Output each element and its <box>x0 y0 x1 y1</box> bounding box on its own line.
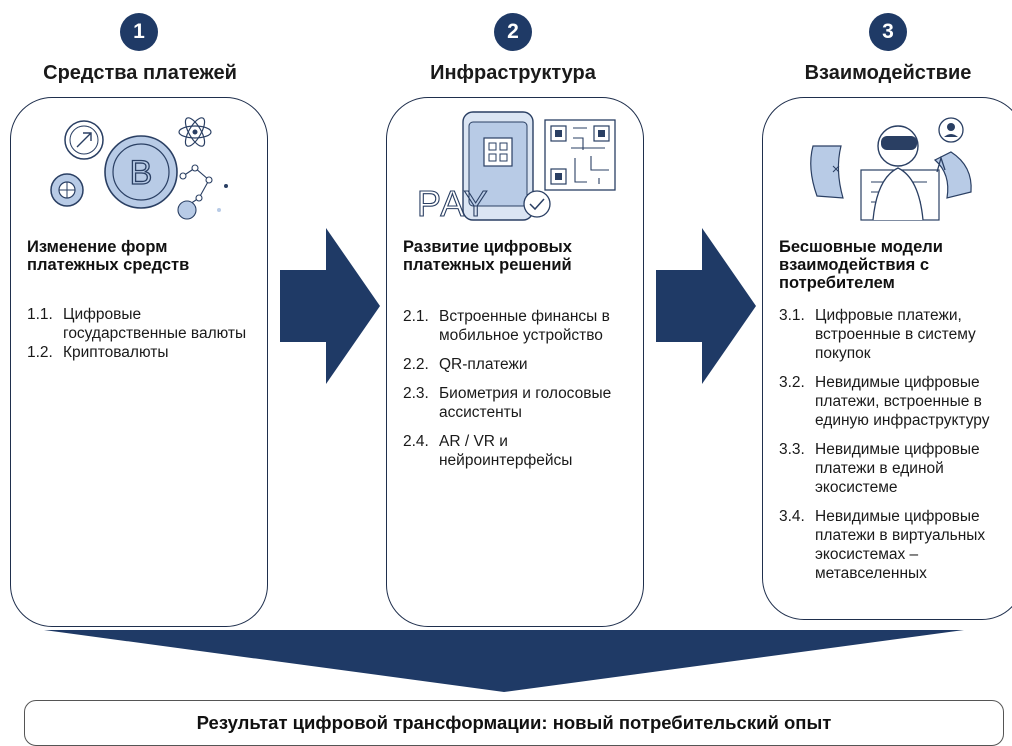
list-item: 2.1. Встроенные финансы в мобильное устро… <box>403 307 639 345</box>
item-text: Цифровые платежи, встроенные в систему п… <box>815 307 976 362</box>
pay-label: PAY <box>417 183 490 223</box>
items-list: 2.1. Встроенные финансы в мобильное устро… <box>403 307 639 480</box>
phone-qr-pay-icon: PAY <box>416 111 616 223</box>
card-heading: Развитие цифровых платежных решений <box>403 238 572 274</box>
item-text: Встроенные финансы в мобильное устройств… <box>439 308 610 344</box>
item-number: 3.2. <box>779 374 805 391</box>
result-text: Результат цифровой трансформации: новый … <box>196 712 832 733</box>
arrow-down-icon <box>44 630 964 692</box>
crypto-coins-icon: B <box>50 117 228 220</box>
result-box: Результат цифровой трансформации: новый … <box>24 700 1004 746</box>
card-payment-means: B Изменение форм платежных средств 1.1. Ц… <box>10 97 268 627</box>
vr-user-icon <box>810 117 972 221</box>
list-item: 1.2. Криптовалюты <box>27 343 259 362</box>
step-number-2: 2 <box>494 13 532 51</box>
item-number: 3.1. <box>779 307 805 324</box>
arrow-right-icon <box>656 228 756 384</box>
item-text: Невидимые цифровые платежи в единой экос… <box>815 441 980 496</box>
step-number-1: 1 <box>120 13 158 51</box>
items-list: 3.1. Цифровые платежи, встроенные в систе… <box>779 306 1012 593</box>
step-number-3: 3 <box>869 13 907 51</box>
item-number: 1.2. <box>27 344 53 361</box>
svg-text:B: B <box>130 154 153 192</box>
item-text: Цифровые государственные валюты <box>63 306 247 342</box>
item-text: Невидимые цифровые платежи в виртуальных… <box>815 508 986 582</box>
list-item: 2.3. Биометрия и голосовые ассистенты <box>403 384 639 422</box>
item-number: 2.3. <box>403 385 429 402</box>
column-title-infrastructure: Инфраструктура <box>430 62 596 84</box>
items-list: 1.1. Цифровые государственные валюты 1.2.… <box>27 305 259 362</box>
list-item: 2.2. QR-платежи <box>403 355 639 374</box>
list-item: 3.4. Невидимые цифровые платежи в виртуал… <box>779 507 1012 583</box>
item-text: Криптовалюты <box>63 344 169 361</box>
item-number: 1.1. <box>27 306 53 323</box>
column-title-interaction: Взаимодействие <box>804 62 972 84</box>
card-interaction: Бесшовные модели взаимодействия с потреб… <box>762 97 1012 620</box>
item-number: 2.4. <box>403 433 429 450</box>
column-title-payment-means: Средства платежей <box>43 62 237 84</box>
item-number: 3.3. <box>779 441 805 458</box>
item-text: AR / VR и нейроинтерфейсы <box>439 433 573 469</box>
item-text: Биометрия и голосовые ассистенты <box>439 385 612 421</box>
card-heading: Изменение форм платежных средств <box>27 238 190 274</box>
item-number: 3.4. <box>779 508 805 525</box>
item-number: 2.2. <box>403 356 429 373</box>
list-item: 3.2. Невидимые цифровые платежи, встроенн… <box>779 373 1012 430</box>
item-number: 2.1. <box>403 308 429 325</box>
item-text: Невидимые цифровые платежи, встроенные в… <box>815 374 990 429</box>
list-item: 1.1. Цифровые государственные валюты <box>27 305 259 343</box>
list-item: 2.4. AR / VR и нейроинтерфейсы <box>403 432 639 470</box>
list-item: 3.1. Цифровые платежи, встроенные в систе… <box>779 306 1012 363</box>
card-heading: Бесшовные модели взаимодействия с потреб… <box>779 238 943 292</box>
arrow-right-icon <box>280 228 380 384</box>
item-text: QR-платежи <box>439 356 528 373</box>
list-item: 3.3. Невидимые цифровые платежи в единой … <box>779 440 1012 497</box>
card-infrastructure: PAY Развитие цифровых платежных решений … <box>386 97 644 627</box>
